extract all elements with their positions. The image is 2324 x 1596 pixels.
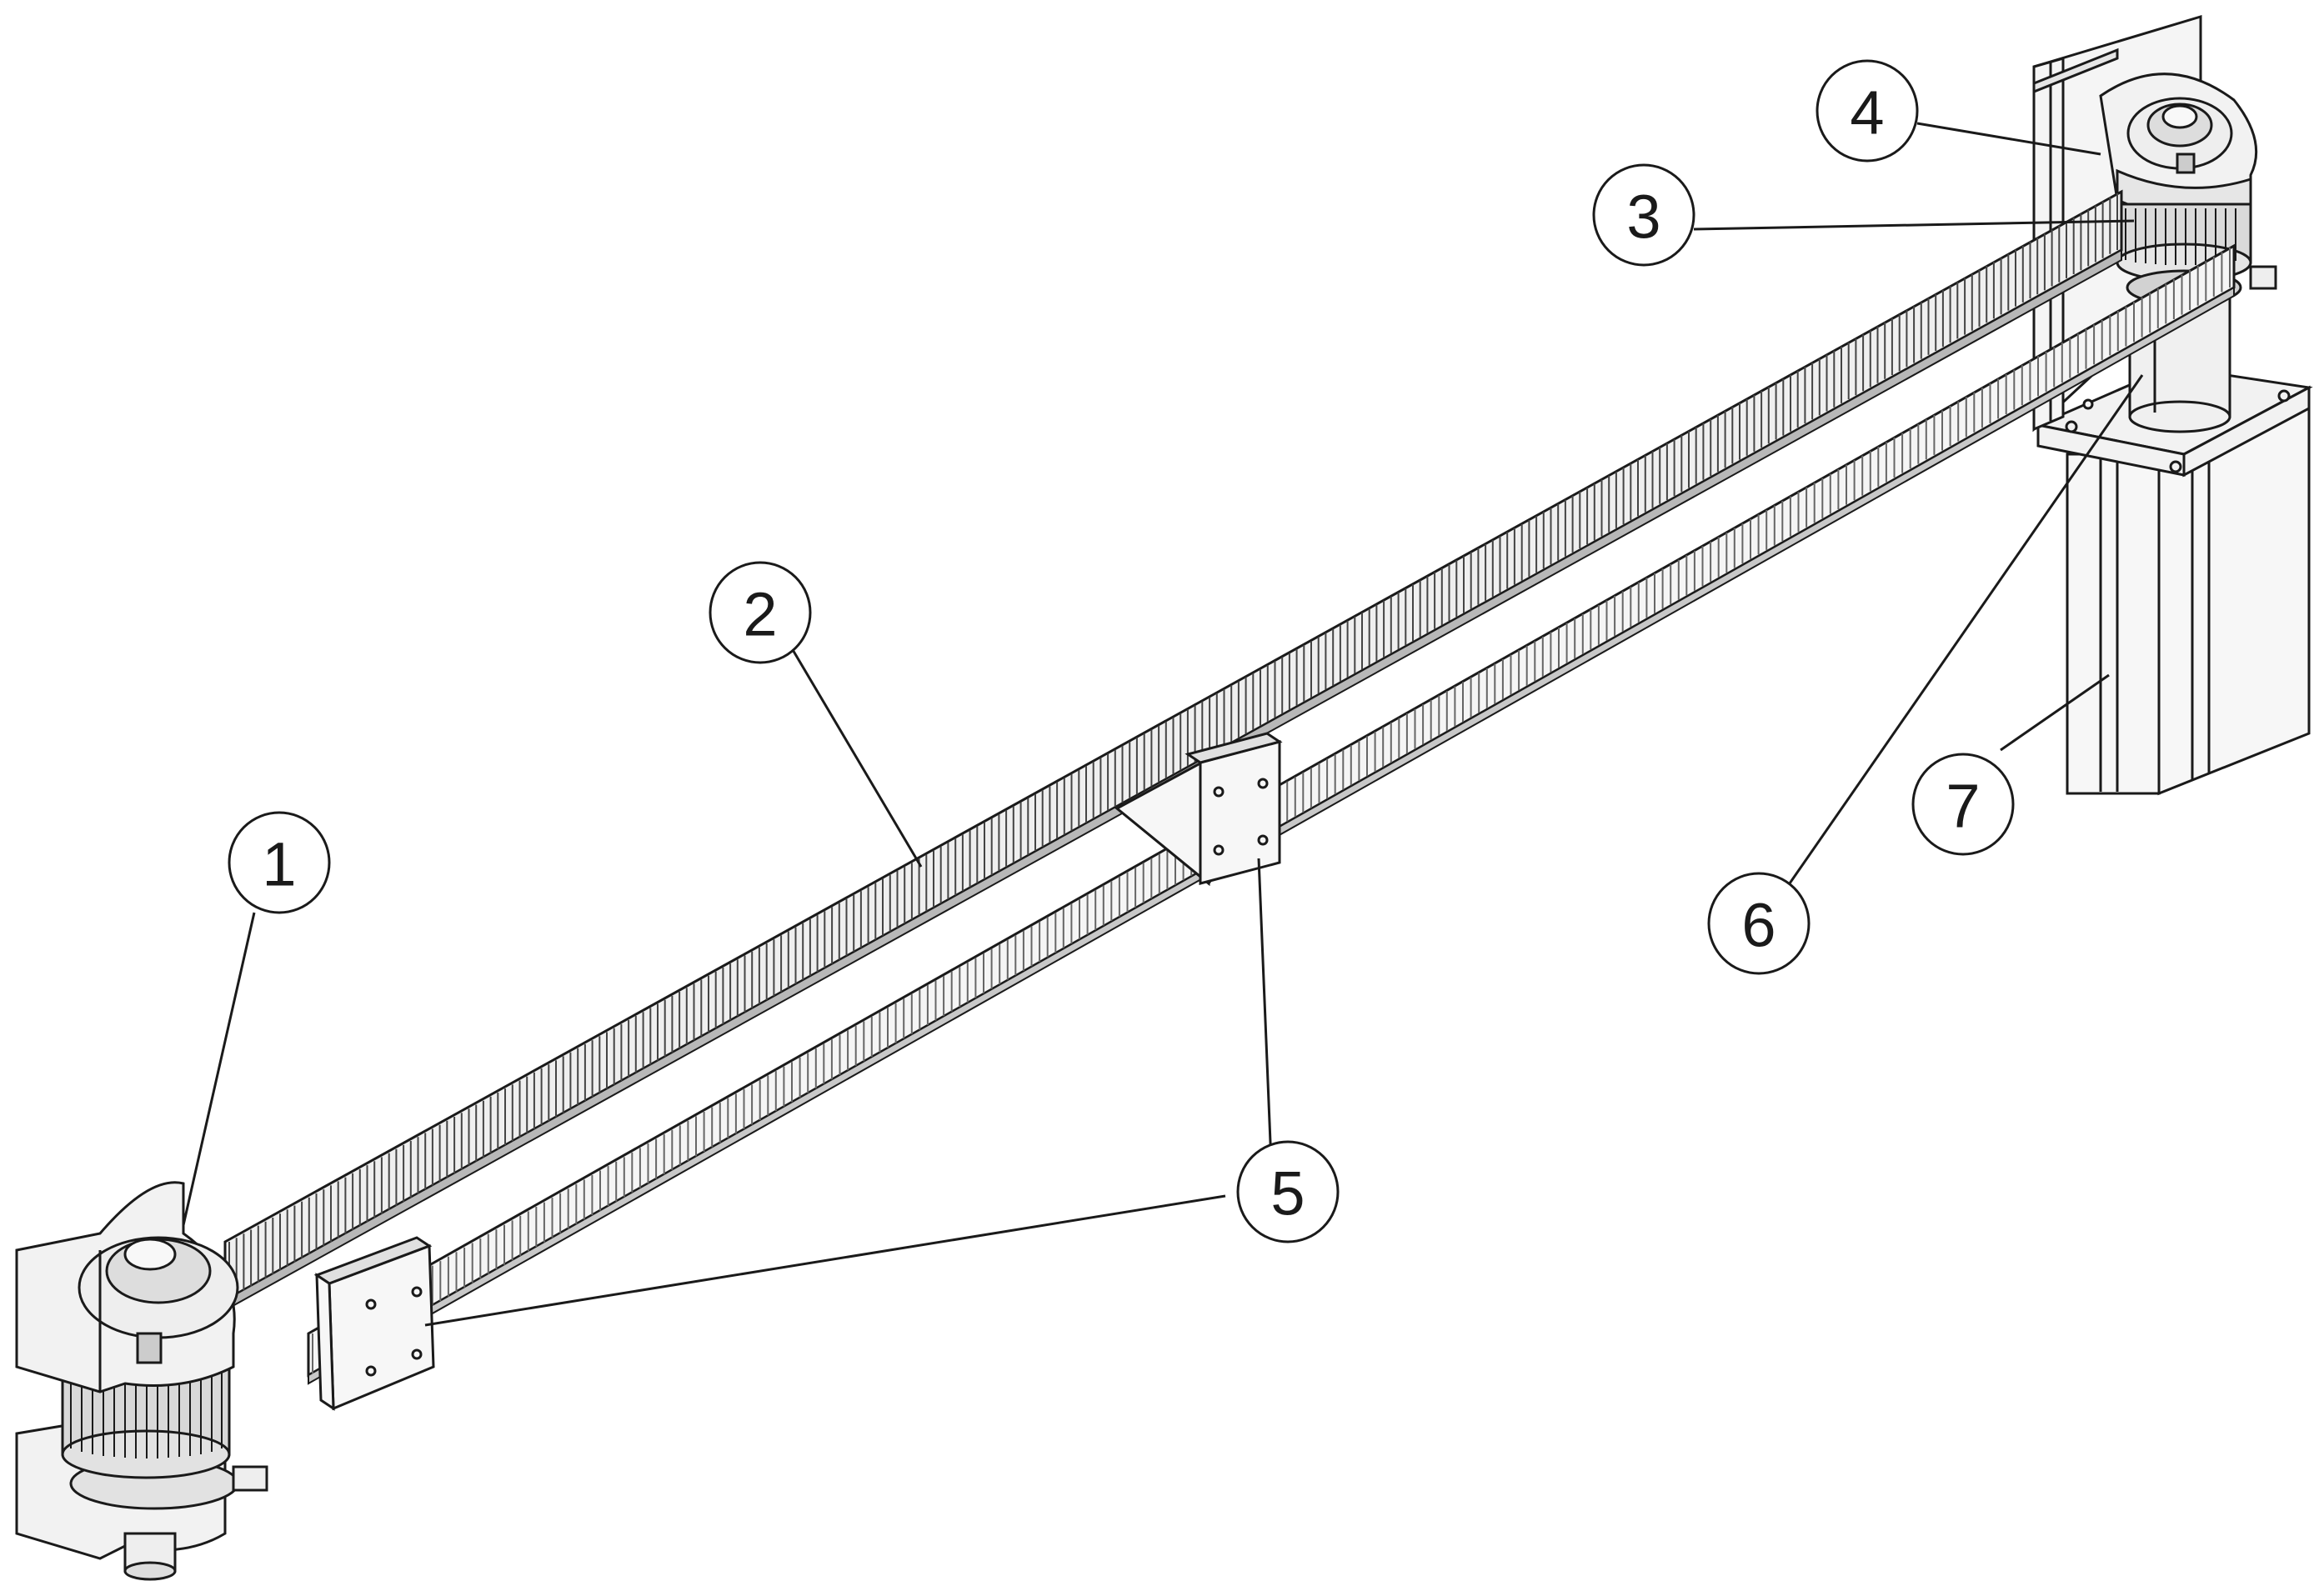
callout-4: 4 <box>1816 59 1919 163</box>
callout-3: 3 <box>1592 163 1695 267</box>
callout-3-label: 3 <box>1626 183 1660 252</box>
callout-2: 2 <box>709 561 812 664</box>
callout-5-label: 5 <box>1270 1159 1305 1228</box>
leader-lines <box>182 122 2144 1327</box>
callout-2-label: 2 <box>743 580 777 649</box>
motor-housing <box>2066 389 2311 796</box>
callout-5: 5 <box>1236 1140 1340 1243</box>
callout-7: 7 <box>1911 753 2015 856</box>
belt-clamp-left <box>313 1236 435 1411</box>
timing-belt-upper-strand <box>223 189 2123 1312</box>
belt-clamp-middle <box>1114 732 1283 887</box>
left-pulley-upper-housing <box>15 1181 239 1393</box>
callout-7-label: 7 <box>1946 772 1980 841</box>
callout-6-label: 6 <box>1741 891 1776 960</box>
callout-6: 6 <box>1707 872 1811 975</box>
callout-4-label: 4 <box>1850 78 1884 148</box>
callout-1-label: 1 <box>262 830 296 899</box>
right-pulley-housing <box>2099 73 2258 218</box>
callout-1: 1 <box>228 811 331 914</box>
